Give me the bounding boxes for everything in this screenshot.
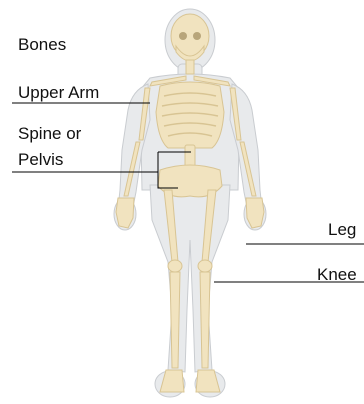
upper-arm-label: Upper Arm: [18, 81, 99, 104]
cervical-spine: [186, 60, 194, 74]
spine-label: Spine or: [18, 122, 81, 145]
leg-label: Leg: [328, 218, 356, 241]
tibia-left: [170, 272, 180, 368]
knee-label: Knee: [317, 263, 357, 286]
knee-left: [168, 260, 182, 272]
title-label: Bones: [18, 33, 66, 56]
tibia-right: [200, 272, 210, 368]
pelvis-label: Pelvis: [18, 148, 63, 171]
knee-right: [198, 260, 212, 272]
